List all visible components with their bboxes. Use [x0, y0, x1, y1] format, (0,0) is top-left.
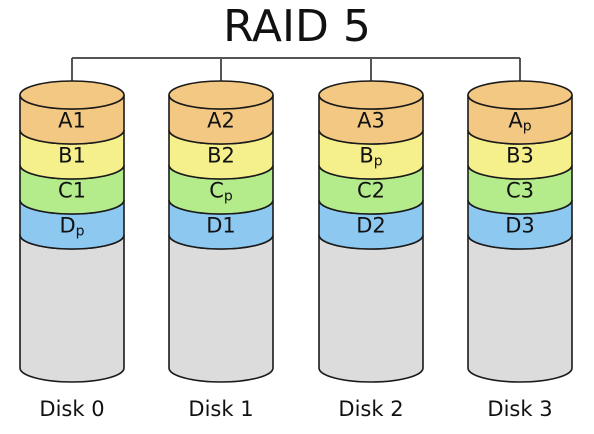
- disk-top-cap: [168, 80, 274, 110]
- disk-top-cap: [19, 80, 125, 110]
- disk-empty-space: [19, 234, 125, 383]
- disk-empty-space: [467, 234, 573, 383]
- block-label: D1: [206, 214, 236, 238]
- disk-label: Disk 2: [338, 397, 403, 421]
- block-label: A1: [58, 109, 86, 133]
- block-label: B1: [58, 144, 86, 168]
- block-label: D3: [505, 214, 535, 238]
- disk-empty-space: [168, 234, 274, 383]
- block-label: Dp: [59, 214, 84, 240]
- block-label: C2: [357, 179, 385, 203]
- disk-top-cap: [467, 80, 573, 110]
- block-label: A2: [207, 109, 235, 133]
- block-label: D2: [356, 214, 386, 238]
- block-label: Cp: [209, 179, 233, 205]
- diagram-title: RAID 5: [223, 1, 371, 52]
- block-label: A3: [357, 109, 385, 133]
- block-label: Ap: [508, 109, 531, 135]
- disk-label: Disk 1: [188, 397, 253, 421]
- block-label: B2: [207, 144, 235, 168]
- disk-empty-space: [318, 234, 424, 383]
- disk-label: Disk 3: [487, 397, 552, 421]
- block-label: B3: [506, 144, 534, 168]
- controller-bus: [71, 57, 521, 83]
- block-label: C1: [58, 179, 86, 203]
- disk-top-cap: [318, 80, 424, 110]
- disk-label: Disk 0: [39, 397, 104, 421]
- block-label: Bp: [359, 144, 382, 170]
- block-label: C3: [506, 179, 534, 203]
